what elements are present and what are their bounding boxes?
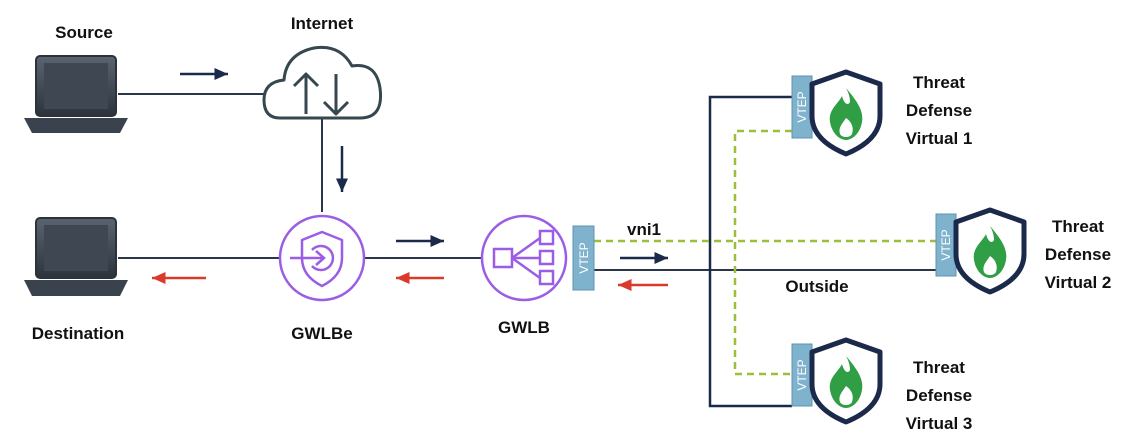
ftd1-label-line3: Virtual 1 xyxy=(906,129,973,148)
shield-flame-icon xyxy=(809,337,883,425)
vni-label: vni1 xyxy=(627,220,661,239)
ftd2-label-line2: Defense xyxy=(1045,245,1111,264)
cloud-upload-download-icon xyxy=(262,45,383,120)
gwlb-vtep-label: VTEP xyxy=(577,242,591,273)
flow-arrows xyxy=(152,68,668,291)
outside-label: Outside xyxy=(785,277,848,296)
ftd2-vtep-label: VTEP xyxy=(939,229,953,260)
ftd1-label-line2: Defense xyxy=(906,101,972,120)
ftd2-vtep-badge: VTEP xyxy=(935,213,957,277)
ftd2-label-line1: Threat xyxy=(1052,217,1104,236)
shield-flame-icon xyxy=(953,207,1027,295)
gwlbe-label: GWLBe xyxy=(291,324,352,343)
source-label: Source xyxy=(55,23,113,42)
outside-bracket xyxy=(708,95,792,408)
ftd1-label-line1: Threat xyxy=(913,73,965,92)
gateway-endpoint-icon xyxy=(278,214,366,302)
gwlb-label: GWLB xyxy=(498,318,550,337)
gwlb-vtep-badge: VTEP xyxy=(572,225,595,291)
load-balancer-icon xyxy=(480,214,568,302)
ftd3-vtep-badge: VTEP xyxy=(791,343,813,407)
ftd2-label-line3: Virtual 2 xyxy=(1045,273,1112,292)
source-laptop-icon xyxy=(24,55,128,133)
ftd1-vtep-label: VTEP xyxy=(795,91,809,122)
destination-label: Destination xyxy=(32,324,125,343)
ftd1-vtep-badge: VTEP xyxy=(791,75,813,139)
ftd3-label-line1: Threat xyxy=(913,358,965,377)
ftd3-vtep-label: VTEP xyxy=(795,359,809,390)
ftd3-label-line3: Virtual 3 xyxy=(906,414,973,432)
internet-label: Internet xyxy=(291,14,354,33)
connections xyxy=(118,93,936,408)
destination-laptop-icon xyxy=(24,217,128,296)
shield-flame-icon xyxy=(809,69,883,157)
vni-bracket xyxy=(733,129,792,376)
ftd3-label-line2: Defense xyxy=(906,386,972,405)
